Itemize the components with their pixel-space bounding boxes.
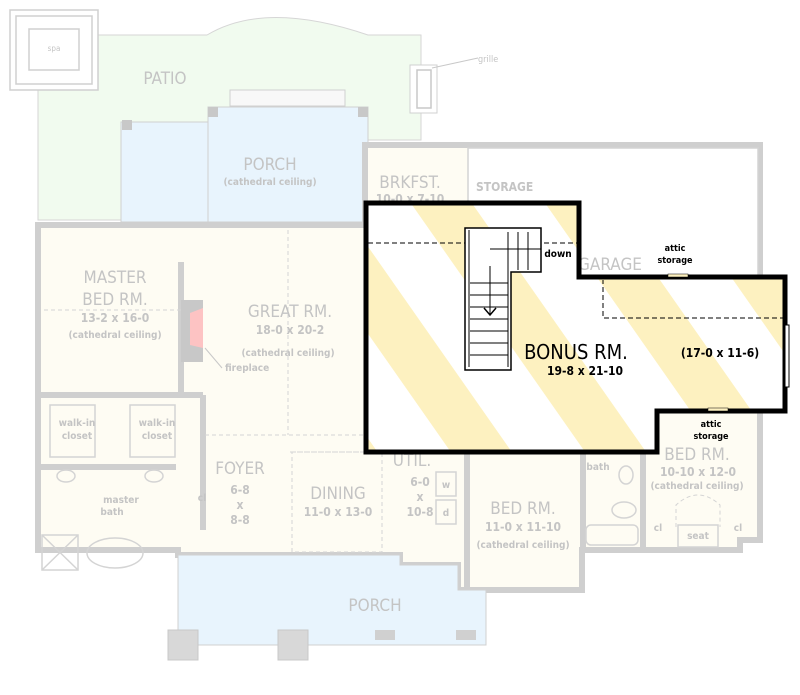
walk-in-closet-label: walk-in bbox=[139, 418, 176, 429]
spa-label: spa bbox=[48, 44, 61, 53]
storage-label: STORAGE bbox=[476, 180, 533, 194]
bath-label: bath bbox=[586, 462, 609, 473]
patio-label: PATIO bbox=[143, 69, 186, 89]
utility-label: UTIL. bbox=[393, 451, 431, 471]
front-porch: PORCH bbox=[167, 554, 487, 661]
bed-2-label: BED RM. bbox=[490, 499, 555, 519]
dryer-label: d bbox=[443, 508, 449, 519]
fireplace-icon bbox=[190, 308, 203, 348]
bonus-room-alt-size: (17-0 x 11-6) bbox=[681, 346, 759, 360]
bed-3-label: BED RM. bbox=[664, 445, 729, 465]
walk-in-closet-label: walk-in bbox=[59, 418, 96, 429]
bonus-room-label: BONUS RM. bbox=[524, 340, 628, 364]
grille-label: grille bbox=[478, 55, 498, 65]
great-room-size: 18-0 x 20-2 bbox=[256, 323, 325, 337]
spa: spa bbox=[9, 9, 99, 91]
master-bed-label-2: BED RM. bbox=[82, 290, 147, 310]
walk-in-closet-label: closet bbox=[62, 431, 93, 442]
dining-size: 11-0 x 13-0 bbox=[304, 505, 373, 519]
attic-storage-label: attic bbox=[701, 420, 722, 430]
bed-2-size: 11-0 x 11-10 bbox=[485, 520, 561, 534]
rear-porch: PORCH (cathedral ceiling) bbox=[120, 89, 369, 223]
great-room-note: (cathedral ceiling) bbox=[241, 348, 334, 359]
rear-porch-label: PORCH bbox=[243, 155, 296, 175]
bed-3-note: (cathedral ceiling) bbox=[650, 481, 743, 492]
utility-size: 10-8 bbox=[406, 505, 433, 519]
utility-size: 6-0 bbox=[410, 475, 430, 489]
master-bed-label-1: MASTER bbox=[84, 268, 147, 288]
foyer-size: 8-8 bbox=[230, 513, 250, 527]
staircase-icon bbox=[464, 227, 542, 371]
seat-label: seat bbox=[687, 531, 710, 542]
front-porch-label: PORCH bbox=[348, 596, 401, 616]
garage-label: GARAGE bbox=[578, 255, 642, 275]
breakfast-label: BRKFST. bbox=[379, 173, 441, 193]
closet-label: cl bbox=[654, 523, 662, 534]
foyer-size: x bbox=[237, 498, 244, 512]
rear-porch-note: (cathedral ceiling) bbox=[223, 177, 316, 188]
bed-2-note: (cathedral ceiling) bbox=[476, 540, 569, 551]
attic-storage-label: attic bbox=[665, 244, 686, 254]
attic-storage-label: storage bbox=[693, 432, 729, 442]
closet-label: cl bbox=[734, 523, 742, 534]
washer-label: w bbox=[442, 480, 450, 491]
attic-storage-label: storage bbox=[657, 256, 693, 266]
walk-in-closet-label: closet bbox=[142, 431, 173, 442]
utility-size: x bbox=[417, 490, 424, 504]
bed-3-size: 10-10 x 12-0 bbox=[660, 465, 736, 479]
foyer-closet-label: cl bbox=[198, 493, 206, 504]
bonus-room: down BONUS RM. 19-8 x 21-10 (17-0 x 11-6… bbox=[363, 200, 790, 455]
master-bath-label: bath bbox=[100, 507, 123, 518]
master-bed-note: (cathedral ceiling) bbox=[68, 330, 161, 341]
stairs-down-label: down bbox=[544, 249, 571, 260]
foyer-size: 6-8 bbox=[230, 483, 250, 497]
room-labels: BRKFST. 10-0 x 7-10 STORAGE GARAGE MASTE… bbox=[59, 173, 744, 551]
master-bath-label: master bbox=[103, 495, 139, 506]
grille: grille bbox=[409, 55, 498, 114]
bonus-room-size: 19-8 x 21-10 bbox=[547, 364, 623, 378]
great-room-label: GREAT RM. bbox=[248, 302, 332, 322]
fireplace-label: fireplace bbox=[225, 363, 269, 374]
foyer-label: FOYER bbox=[215, 459, 265, 479]
dining-label: DINING bbox=[310, 484, 366, 504]
master-bed-size: 13-2 x 16-0 bbox=[81, 311, 150, 325]
